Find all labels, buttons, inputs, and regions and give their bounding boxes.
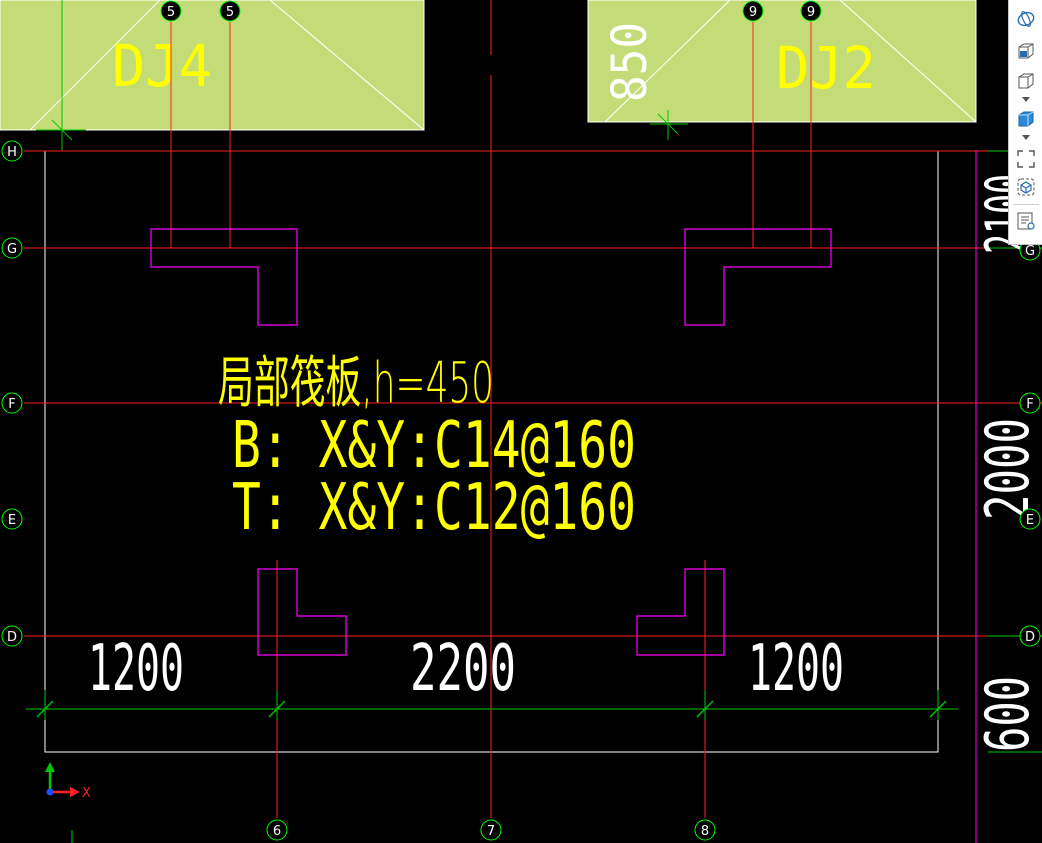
view-toolbar: [1008, 0, 1042, 245]
column-bottom-left[interactable]: [257, 568, 347, 656]
axis-label-D: D: [7, 630, 17, 645]
axis-label-G: G: [7, 242, 17, 257]
axis-label-right-E: E: [1026, 513, 1034, 528]
axis-bubble-left-F[interactable]: F: [1, 392, 23, 414]
iso-view-icon: [1017, 178, 1035, 196]
axis-bubble-bottom-8[interactable]: 8: [694, 819, 716, 841]
dim-bottom-right: 1200: [748, 632, 844, 706]
ucs-icon: X: [45, 762, 91, 801]
axis-label-7: 7: [487, 824, 495, 839]
footing-dim-850: 850: [602, 22, 658, 102]
chevron-down-icon: [1022, 135, 1030, 140]
slab-top-rebar: T: X&Y:C12@160: [232, 471, 636, 545]
iso-view-button[interactable]: [1015, 176, 1037, 198]
axis-bubble-left-E[interactable]: E: [1, 508, 23, 530]
column-top-right[interactable]: [684, 228, 832, 326]
view-3d-icon: [1018, 43, 1034, 59]
axis-label-F: F: [8, 397, 15, 412]
column-bottom-right[interactable]: [636, 568, 725, 656]
dim-right-middle: 2000: [973, 418, 1042, 520]
axis-label-5b: 5: [226, 5, 234, 20]
axis-label-9a: 9: [749, 5, 757, 20]
ucs-marks: [36, 0, 688, 843]
axis-bubble-right-F[interactable]: F: [1019, 392, 1041, 414]
view-3d-button[interactable]: [1015, 40, 1037, 62]
axis-bubble-top-5b[interactable]: 5: [219, 0, 241, 22]
axis-label-6: 6: [273, 824, 281, 839]
axis-label-right-G: G: [1025, 244, 1035, 259]
axis-label-9b: 9: [807, 5, 815, 20]
slab-annotation[interactable]: 局部筏板,h=450 B: X&Y:C14@160 T: X&Y:C12@160: [218, 351, 636, 545]
view-dropdown-caret[interactable]: [1021, 96, 1031, 104]
footing-label-dj4: DJ4: [112, 32, 212, 100]
slab-bottom-rebar: B: X&Y:C14@160: [232, 409, 636, 483]
axis-bubble-left-D[interactable]: D: [1, 625, 23, 647]
footing-dj4[interactable]: DJ4: [0, 0, 425, 131]
axis-label-5a: 5: [167, 5, 175, 20]
view-cube-icon: [1018, 73, 1034, 89]
footing-label-dj2: DJ2: [776, 34, 876, 102]
vertical-axis-lines: [170, 0, 812, 818]
axis-label-right-F: F: [1026, 397, 1033, 412]
view-box-icon: [1018, 111, 1034, 127]
view-box-button[interactable]: [1015, 108, 1037, 130]
ucs-x-label: X: [82, 786, 91, 801]
footing-dj2[interactable]: DJ2 850: [587, 0, 977, 123]
axis-bubble-bottom-7[interactable]: 7: [480, 819, 502, 841]
axis-label-8: 8: [701, 824, 709, 839]
zoom-extents-button[interactable]: [1015, 148, 1037, 170]
properties-button[interactable]: [1015, 210, 1037, 232]
column-top-left[interactable]: [150, 228, 298, 326]
chevron-down-icon: [1022, 97, 1030, 102]
axis-bubble-right-E[interactable]: E: [1019, 508, 1041, 530]
axis-bubble-top-9b[interactable]: 9: [800, 0, 822, 22]
view-cube-button[interactable]: [1015, 70, 1037, 92]
axis-bubble-right-D[interactable]: D: [1019, 625, 1041, 647]
view-box-dropdown-caret[interactable]: [1021, 134, 1031, 142]
properties-icon: [1017, 212, 1035, 230]
slab-title: 局部筏板,h=450: [218, 351, 494, 416]
orbit-button[interactable]: [1015, 8, 1037, 30]
horizontal-axis-lines: [24, 150, 1042, 637]
zoom-extents-icon: [1017, 150, 1035, 168]
axis-bubble-top-5a[interactable]: 5: [160, 0, 182, 22]
axis-bubble-top-9a[interactable]: 9: [742, 0, 764, 22]
axis-label-H: H: [7, 145, 17, 160]
axis-bubble-bottom-6[interactable]: 6: [266, 819, 288, 841]
axis-label-E: E: [8, 513, 16, 528]
dim-bottom-middle: 2200: [410, 632, 516, 706]
axis-bubble-left-H[interactable]: H: [1, 140, 23, 162]
orbit-icon: [1017, 11, 1035, 27]
dim-bottom-left: 1200: [88, 632, 184, 706]
bottom-dimension-line[interactable]: 1200 2200 1200: [26, 632, 958, 720]
axis-bubble-left-G[interactable]: G: [1, 237, 23, 259]
axis-label-right-D: D: [1025, 630, 1035, 645]
dim-right-lower: 600: [973, 676, 1042, 752]
